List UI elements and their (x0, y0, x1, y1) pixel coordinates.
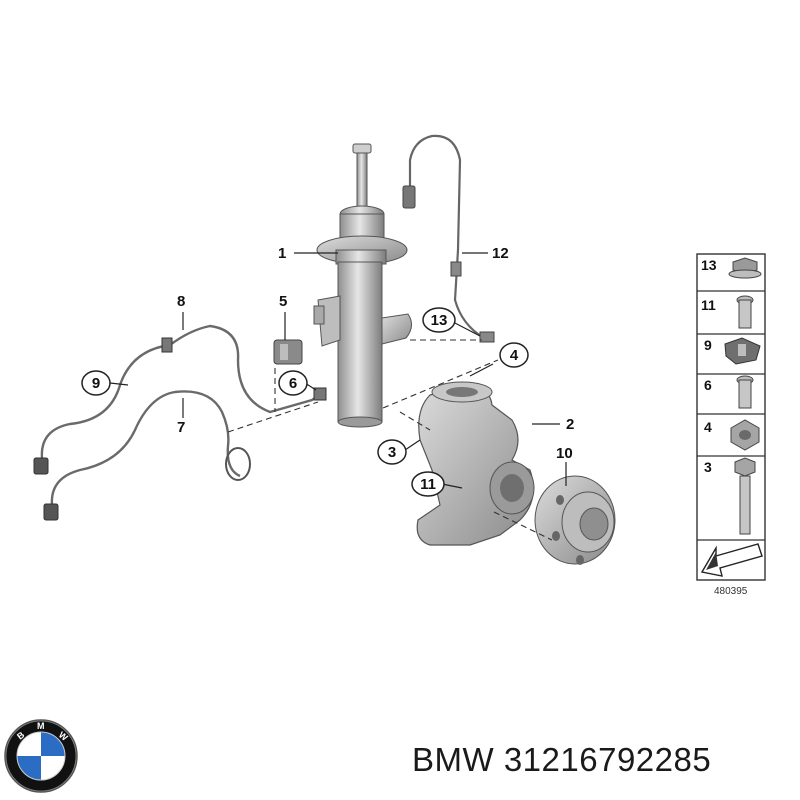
callout-4: 4 (499, 342, 529, 368)
legend-flange-nut-icon (728, 257, 762, 279)
orientation-arrow-icon (700, 543, 763, 577)
callout-11: 11 (411, 471, 445, 497)
legend-bolt-icon-11 (736, 295, 754, 329)
svg-text:11: 11 (420, 476, 436, 493)
callout-1: 1 (278, 245, 286, 262)
brake-wear-cables (33, 324, 327, 521)
svg-text:M: M (37, 721, 45, 731)
svg-text:9: 9 (92, 375, 100, 392)
strut-assembly (313, 143, 412, 428)
callout-6: 6 (278, 370, 308, 396)
legend-long-bolt-icon (734, 457, 756, 535)
legend-bolt-icon-6 (736, 375, 754, 409)
dashed-guides (227, 339, 553, 541)
bmw-logo: B M W (4, 719, 78, 793)
svg-text:4: 4 (510, 347, 519, 364)
legend-label-9: 9 (704, 337, 712, 353)
caption-part-number: 31216792285 (503, 741, 712, 778)
callout-8: 8 (177, 293, 185, 310)
wheel-speed-sensor-12 (402, 134, 495, 343)
svg-text:3: 3 (388, 444, 396, 461)
callout-7: 7 (177, 419, 185, 436)
callout-9: 9 (81, 370, 111, 396)
callout-3: 3 (377, 439, 407, 465)
legend-label-13: 13 (701, 257, 717, 273)
svg-text:6: 6 (289, 375, 297, 392)
legend-label-6: 6 (704, 377, 712, 393)
wheel-hub-10 (534, 475, 616, 565)
legend-label-4: 4 (704, 419, 712, 435)
legend-label-3: 3 (704, 459, 712, 475)
leader-lines (109, 252, 567, 489)
part-caption: BMW 31216792285 (412, 735, 792, 785)
caption-brand: BMW (412, 741, 495, 778)
svg-text:13: 13 (431, 312, 448, 329)
callout-12: 12 (492, 245, 509, 262)
svg-text:B: B (15, 729, 27, 741)
callout-5: 5 (279, 293, 287, 310)
legend-hex-nut-icon (730, 419, 760, 451)
callout-13: 13 (422, 307, 456, 333)
legend-clip-icon-9 (724, 337, 761, 365)
clip-5 (273, 339, 303, 365)
swivel-bearing-2 (416, 381, 535, 546)
callout-10: 10 (556, 445, 573, 462)
callout-2: 2 (566, 416, 574, 433)
diagram-number: 480395 (714, 586, 748, 597)
legend-panel: 13 11 9 6 4 3 (696, 253, 766, 581)
legend-label-11: 11 (701, 297, 716, 313)
